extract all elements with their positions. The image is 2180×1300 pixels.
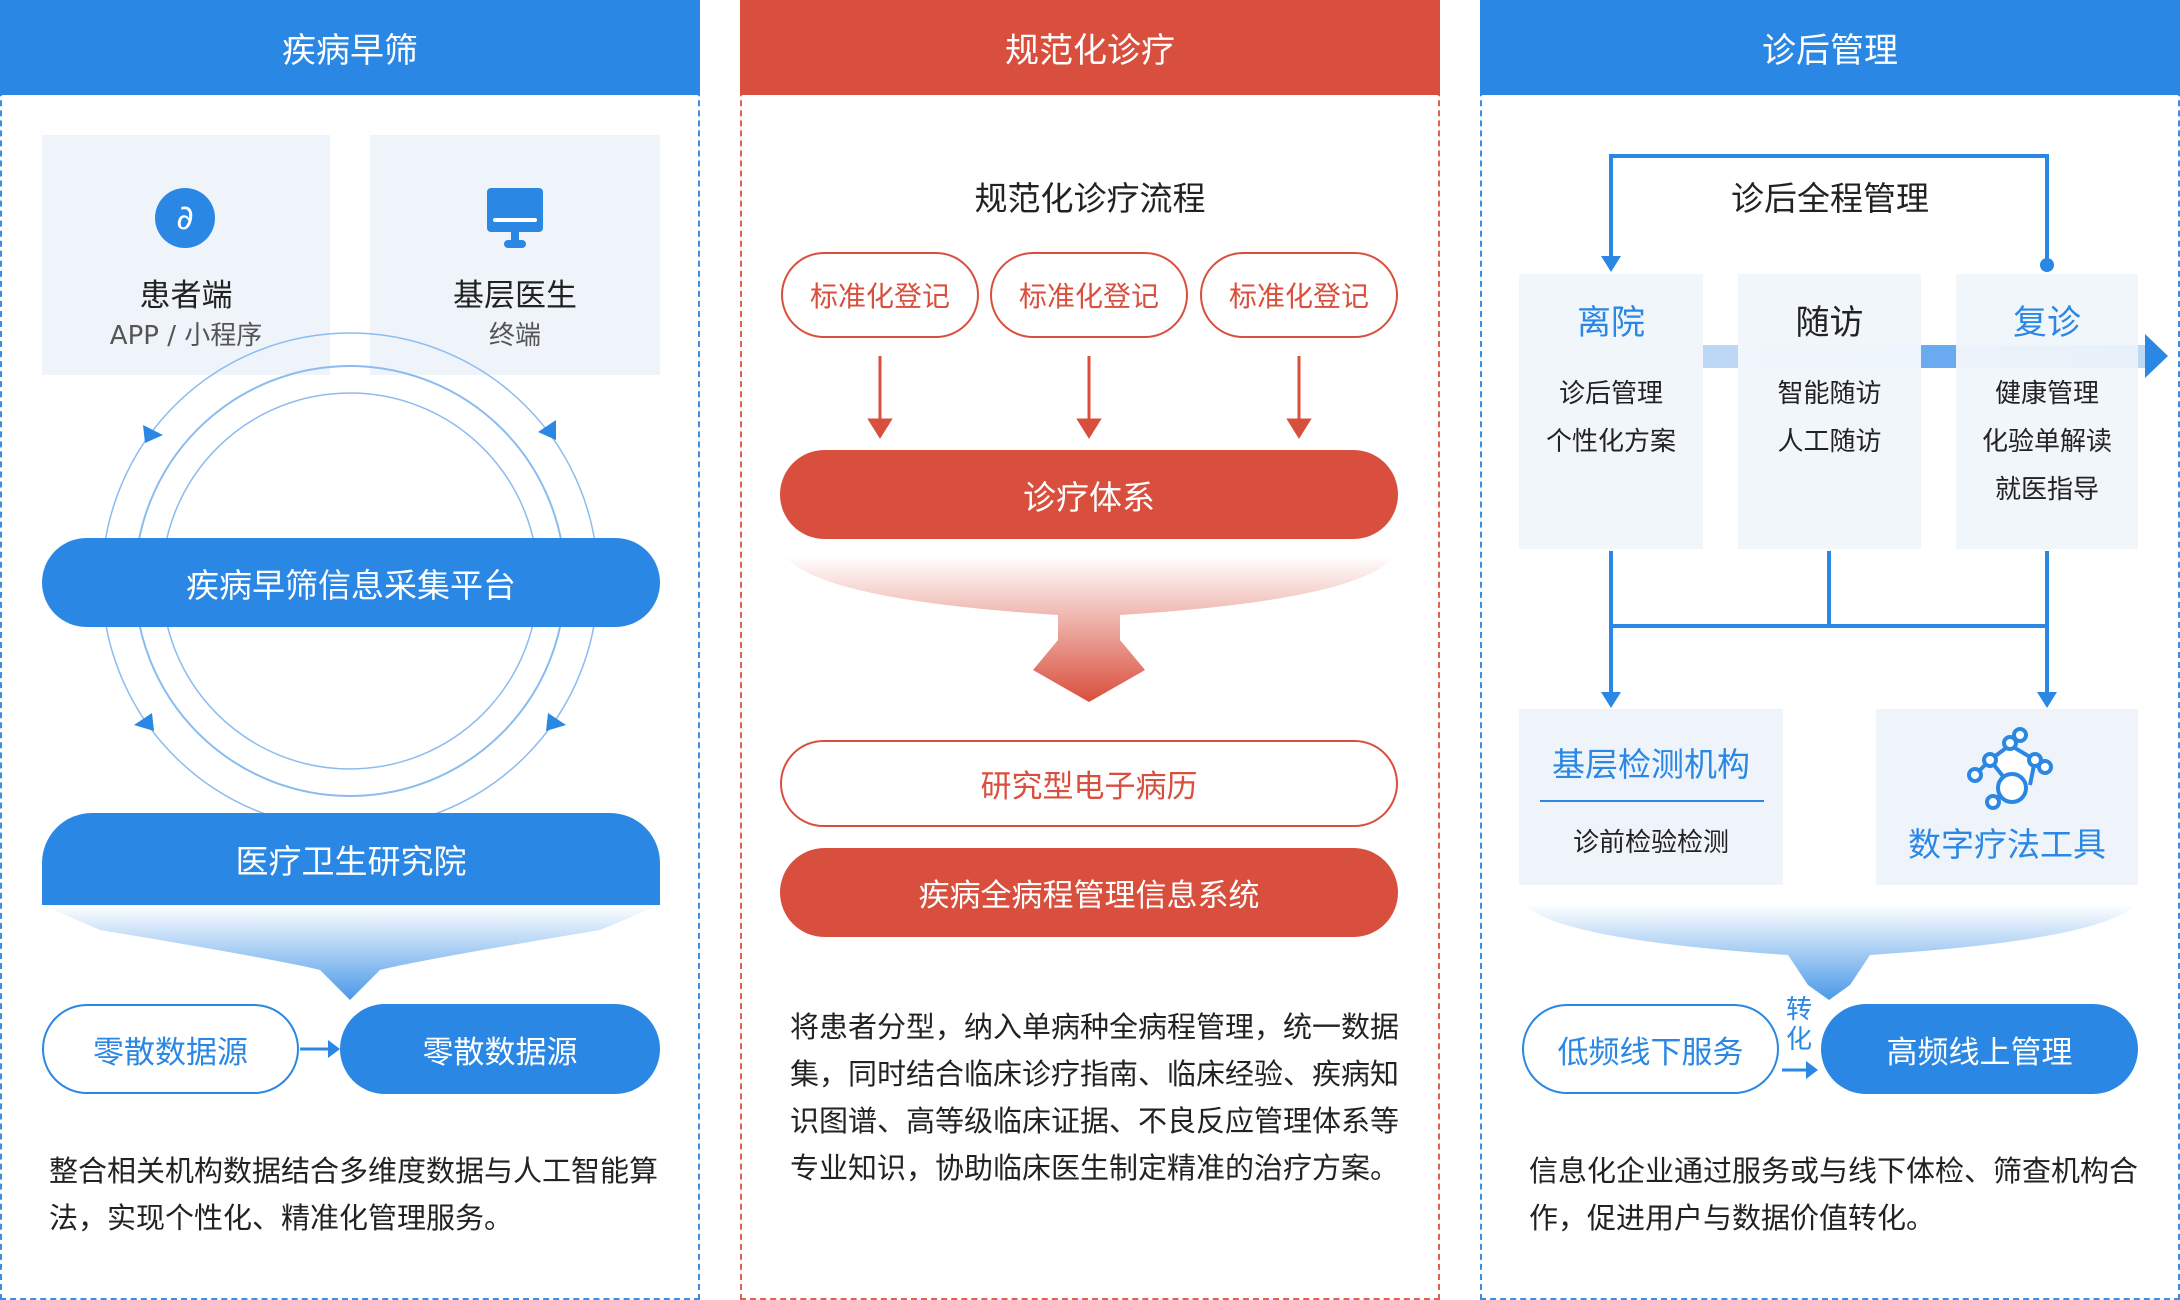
ring-arrows xyxy=(134,420,566,731)
registration-step: 标准化登记 xyxy=(781,252,979,338)
stage-card xyxy=(1519,274,1703,549)
registration-step: 标准化登记 xyxy=(1200,252,1398,338)
stage-items: 健康管理化验单解读就医指导 xyxy=(1956,370,2138,514)
stage-card xyxy=(1956,274,2138,549)
disease-management-system: 疾病全病程管理信息系统 xyxy=(780,848,1398,937)
convert-arrow-icon xyxy=(1806,1061,1818,1079)
panel-header: 规范化诊疗 xyxy=(740,0,1440,95)
stage-title: 离院 xyxy=(1577,303,1645,343)
data-source-outline: 零散数据源 xyxy=(42,1004,299,1094)
post-diagnosis-panel: 诊后管理 xyxy=(1480,0,2180,1300)
stage-item: 个性化方案 xyxy=(1545,427,1676,457)
panel-header: 疾病早筛 xyxy=(0,0,700,95)
treatment-system: 诊疗体系 xyxy=(780,450,1398,539)
stage-item: 诊后管理 xyxy=(1558,379,1663,409)
stage-items: 诊后管理个性化方案 xyxy=(1519,370,1703,466)
lab-title: 基层检测机构 xyxy=(1552,745,1750,784)
funnel-col2 xyxy=(785,556,1395,702)
panel-header: 诊后管理 xyxy=(1480,0,2180,95)
stage-card xyxy=(1738,274,1921,549)
stage-item: 健康管理 xyxy=(1994,379,2099,409)
col1-description: 整合相关机构数据结合多维度数据与人工智能算法，实现个性化、精准化管理服务。 xyxy=(49,1154,659,1235)
stage-item: 智能随访 xyxy=(1777,379,1882,409)
col2-description: 将患者分型，纳入单病种全病程管理，统一数据集，同时结合临床诊疗指南、临床经验、疾… xyxy=(790,1010,1400,1185)
lab-sub: 诊前检验检测 xyxy=(1572,828,1729,858)
monitor-icon xyxy=(487,188,543,250)
lab-card xyxy=(1519,709,1783,885)
doctor-sub: 终端 xyxy=(488,321,541,351)
doctor-title: 基层医生 xyxy=(453,278,577,314)
collection-platform: 疾病早筛信息采集平台 xyxy=(42,538,660,627)
funnel-col3 xyxy=(1525,905,2135,1000)
divider xyxy=(1540,800,1764,802)
timeline-arrow-icon xyxy=(2145,334,2168,378)
research-emr: 研究型电子病历 xyxy=(780,740,1398,827)
data-source-filled: 零散数据源 xyxy=(340,1004,660,1094)
bracket-lines xyxy=(1609,154,2049,695)
col3-description: 信息化企业通过服务或与线下体检、筛查机构合作，促进用户与数据价值转化。 xyxy=(1529,1154,2139,1235)
network-icon xyxy=(1967,727,2053,810)
early-screening-panel: 疾病早筛 xyxy=(0,0,700,1300)
flow-title: 诊后全程管理 xyxy=(1650,172,2010,220)
stage-item: 人工随访 xyxy=(1777,427,1882,457)
stage-item: 化验单解读 xyxy=(1981,427,2112,457)
registration-step: 标准化登记 xyxy=(990,252,1188,338)
mini-program-icon: ∂ xyxy=(155,188,215,248)
stage-title: 复诊 xyxy=(2013,303,2081,343)
online-management: 高频线上管理 xyxy=(1821,1004,2138,1094)
patient-title: 患者端 xyxy=(139,278,233,314)
stage-items: 智能随访人工随访 xyxy=(1738,370,1921,466)
doctor-card xyxy=(370,135,660,375)
offline-service: 低频线下服务 xyxy=(1522,1004,1779,1094)
funnel-col1 xyxy=(42,905,660,1000)
arrow-right-icon xyxy=(328,1040,340,1058)
flow-title: 规范化诊疗流程 xyxy=(974,179,1206,218)
patient-sub: APP / 小程序 xyxy=(109,321,263,351)
stage-title: 随访 xyxy=(1795,303,1864,343)
patient-card xyxy=(42,135,330,375)
standard-treatment-panel: 规范化诊疗 xyxy=(740,0,1440,1300)
tool-title: 数字疗法工具 xyxy=(1908,825,2106,864)
down-arrows xyxy=(867,356,1312,439)
stage-item: 就医指导 xyxy=(1994,475,2099,505)
convert-label: 转化 xyxy=(1786,995,1813,1055)
research-institute: 医疗卫生研究院 xyxy=(42,813,660,905)
